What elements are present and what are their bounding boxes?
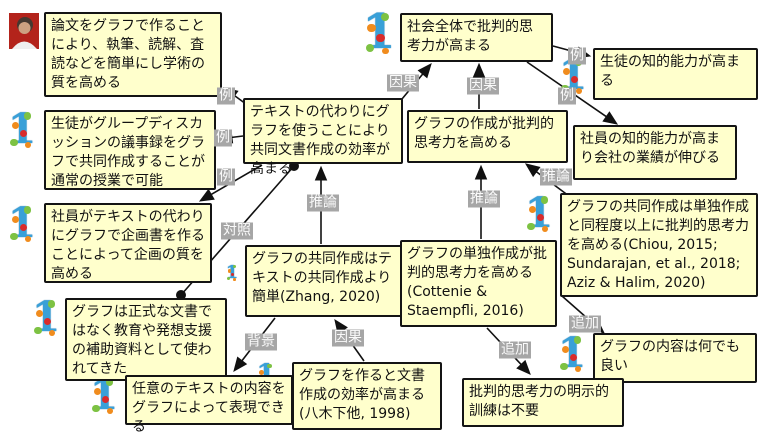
- relation-label-K-P[interactable]: 追加: [499, 341, 531, 359]
- contributor-1-lego-icon: 1: [557, 329, 587, 377]
- contributor-1-lego-icon: 1: [362, 4, 396, 60]
- link-endpoint-dot-icon: [176, 290, 186, 300]
- relation-label-F-A[interactable]: 例: [217, 87, 235, 105]
- contributor-1-lego-icon: 1: [31, 293, 61, 341]
- concept-node-C[interactable]: 社員がテキストの代わりにグラフで企画書を作ることによって企画の質を高める: [44, 203, 212, 283]
- concept-node-J[interactable]: グラフの作成が批判的思考力を高める: [407, 110, 568, 163]
- concept-node-I[interactable]: 社会全体で批判的思考力が高まる: [400, 13, 553, 62]
- arrowhead-icon: [198, 188, 215, 202]
- contributor-1-lego-icon: 1: [89, 371, 119, 419]
- arrowhead-icon: [233, 356, 248, 373]
- user-avatar-photo-icon: [9, 13, 39, 49]
- relation-label-J-I[interactable]: 因果: [467, 77, 499, 95]
- relation-label-G-F[interactable]: 推論: [307, 194, 339, 212]
- arrowhead-icon: [602, 111, 619, 125]
- relation-label-I-L[interactable]: 例: [568, 47, 586, 65]
- concept-node-F[interactable]: テキストの代わりにグラフを使うことにより共同文書作成の効率が高まる: [243, 98, 403, 177]
- arrowhead-icon: [417, 63, 432, 79]
- relation-label-H-G[interactable]: 因果: [332, 329, 364, 347]
- relation-label-I-M[interactable]: 例: [558, 87, 576, 105]
- relation-label-F-D[interactable]: 対照: [221, 222, 253, 240]
- concept-node-D[interactable]: グラフは正式な文書ではなく教育や発想支援の補助資料として使われてきた: [65, 298, 227, 381]
- contributor-1-lego-icon: 1: [7, 199, 37, 247]
- arrowhead-icon: [516, 359, 531, 375]
- arrowhead-icon: [524, 163, 541, 178]
- relation-label-F-B[interactable]: 例: [214, 129, 232, 147]
- concept-node-L[interactable]: 生徒の知的能力が高まる: [593, 48, 758, 100]
- concept-node-M[interactable]: 社員の知的能力が高まり会社の業績が伸びる: [573, 125, 737, 180]
- concept-node-G[interactable]: グラフの共同作成はテキストの共同作成より簡単(Zhang, 2020): [245, 245, 402, 317]
- relation-label-F-C[interactable]: 例: [217, 168, 235, 186]
- relation-label-G-E[interactable]: 背景: [245, 333, 277, 351]
- contributor-1-lego-icon: 1: [7, 105, 37, 153]
- relation-label-K-J[interactable]: 推論: [468, 190, 500, 208]
- relation-label-N-J[interactable]: 推論: [540, 168, 572, 186]
- concept-node-H[interactable]: グラフを作ると文書作成の効率が高まる(八木下他, 1998): [292, 362, 442, 430]
- concept-node-K[interactable]: グラフの単独作成が批判的思考力を高める(Cottenie & Staempfli…: [400, 240, 557, 327]
- contributor-1-lego-icon: 1: [224, 264, 240, 282]
- concept-node-O[interactable]: グラフの内容は何でも良い: [593, 333, 757, 383]
- arrowhead-icon: [474, 164, 488, 180]
- concept-node-P[interactable]: 批判的思考力の明示的訓練は不要: [462, 378, 624, 427]
- concept-node-B[interactable]: 生徒がグループディスカッションの議事録をグラフで共同作成することが通常の授業で可…: [44, 110, 216, 190]
- arrowhead-icon: [314, 165, 328, 181]
- arrowhead-icon: [472, 62, 486, 78]
- relation-label-F-I[interactable]: 因果: [387, 74, 419, 92]
- concept-node-N[interactable]: グラフの共同作成は単独作成と同程度以上に批判的思考力を高める(Chiou, 20…: [560, 193, 758, 297]
- concept-node-A[interactable]: 論文をグラフで作ることにより、執筆、読解、査読などを簡単にし学術の質を高める: [44, 12, 222, 97]
- edge-line-F-C: [208, 164, 263, 197]
- concept-node-E[interactable]: 任意のテキストの内容をグラフによって表現できる: [125, 375, 293, 435]
- contributor-1-lego-icon: 1: [524, 189, 554, 237]
- relation-label-N-O[interactable]: 追加: [569, 315, 601, 333]
